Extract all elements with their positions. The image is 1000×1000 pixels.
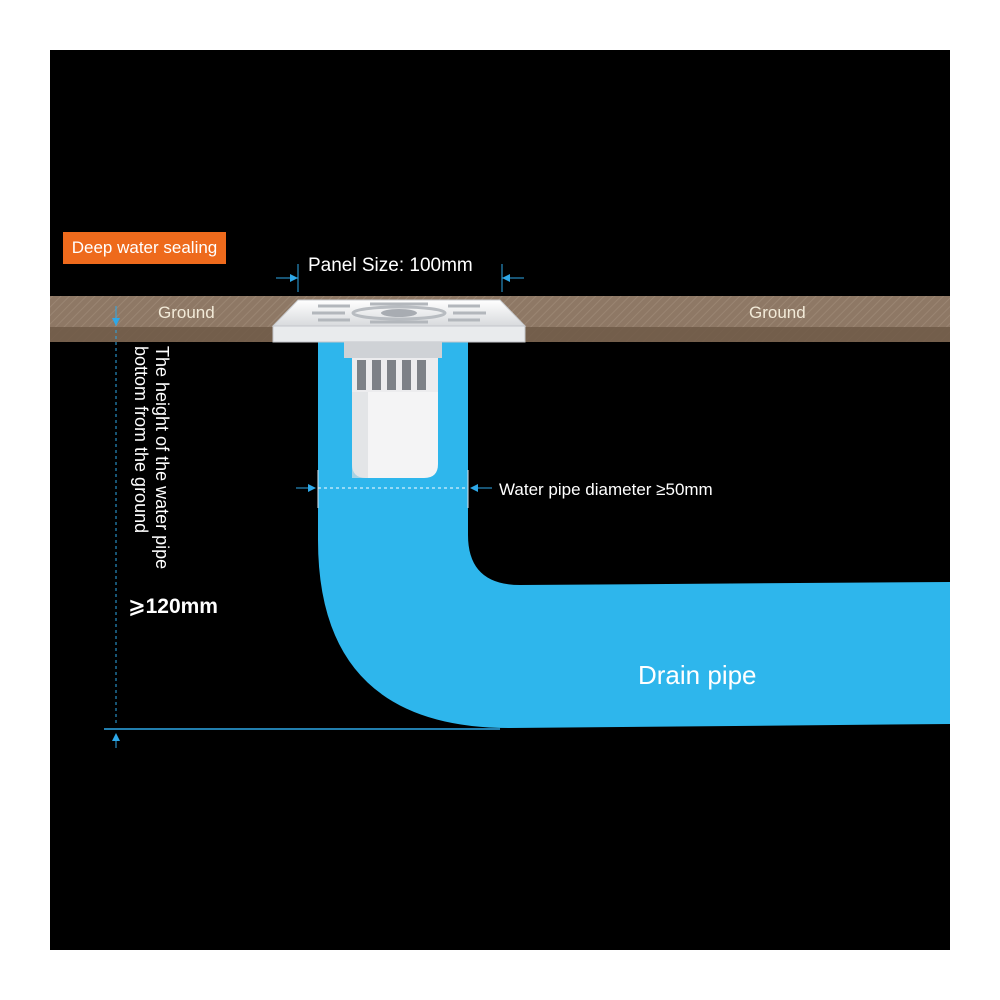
drain-grate xyxy=(351,305,447,321)
panel-size-label: Panel Size: 100mm xyxy=(308,255,473,276)
pipe-diameter-dimension xyxy=(296,470,492,508)
panel-size-dimension xyxy=(276,264,524,292)
background xyxy=(50,50,950,950)
drain-core xyxy=(344,342,442,478)
deep-water-sealing-badge: Deep water sealing xyxy=(63,232,226,264)
drain-pipe xyxy=(318,340,950,728)
pipe-diameter-label: Water pipe diameter ≥50mm xyxy=(499,480,713,499)
drain-pipe-label: Drain pipe xyxy=(638,660,757,690)
height-dimension xyxy=(104,306,500,748)
height-min-value: ⩾120mm xyxy=(128,595,218,618)
height-label: The height of the water pipe bottom from… xyxy=(131,346,172,570)
floor-drain-panel xyxy=(271,299,527,343)
ground-label-right: Ground xyxy=(749,303,806,322)
ground-label-left: Ground xyxy=(158,303,215,322)
